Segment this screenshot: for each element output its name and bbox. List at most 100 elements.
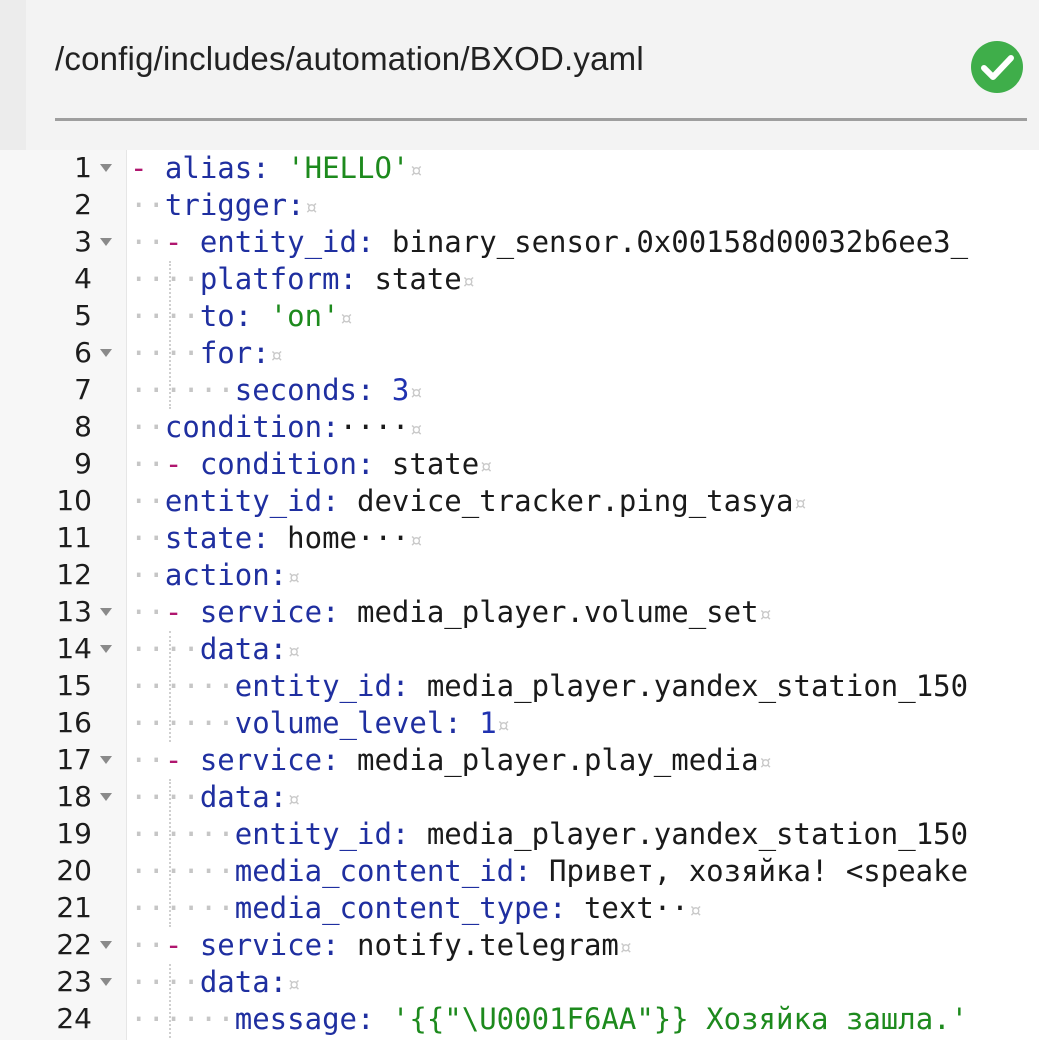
code-text: ··state: home···¤	[130, 520, 423, 560]
code-line[interactable]: 9··- condition: state¤	[0, 446, 1039, 483]
indent-guide	[169, 261, 171, 409]
fold-arrow-icon[interactable]	[100, 941, 112, 949]
fold-arrow-icon[interactable]	[100, 608, 112, 616]
code-line[interactable]: 16······volume_level: 1¤	[0, 705, 1039, 742]
code-area[interactable]: 1- alias: 'HELLO'¤2··trigger:¤3··- entit…	[0, 150, 1039, 1040]
fold-arrow-icon[interactable]	[100, 645, 112, 653]
list-dash: -	[164, 225, 200, 259]
code-text: ······media_content_type: text··¤	[130, 890, 702, 930]
indent-dots: ··	[130, 484, 165, 518]
code-line[interactable]: 14····data:¤	[0, 631, 1039, 668]
line-number: 24	[56, 1002, 92, 1035]
line-number: 6	[74, 336, 92, 369]
yaml-value: media_player.play_media	[339, 743, 759, 777]
yaml-value: home···	[269, 521, 410, 555]
code-text: ····to: 'on'¤	[130, 298, 353, 338]
code-text: ····platform: state¤	[130, 261, 475, 301]
line-number: 17	[56, 743, 92, 776]
code-line[interactable]: 19······entity_id: media_player.yandex_s…	[0, 816, 1039, 853]
yaml-key: condition:	[164, 410, 340, 444]
indent-dots: ····	[130, 336, 200, 370]
yaml-value: ····	[339, 410, 410, 444]
code-line[interactable]: 10··entity_id: device_tracker.ping_tasya…	[0, 483, 1039, 520]
yaml-value: media_player.yandex_station_150	[409, 817, 969, 851]
end-of-line-marker: ¤	[269, 344, 283, 369]
yaml-value: 'HELLO'	[269, 151, 410, 185]
code-line[interactable]: 13 ··- service: media_player.volume_set¤	[0, 594, 1039, 631]
line-number: 10	[56, 484, 92, 517]
indent-dots: ····	[130, 299, 200, 333]
indent-dots: ····	[130, 965, 200, 999]
indent-dots: ······	[130, 854, 235, 888]
end-of-line-marker: ¤	[793, 492, 807, 517]
file-path-field[interactable]: /config/includes/automation/BXOD.yaml	[55, 30, 1027, 121]
line-number: 5	[74, 299, 92, 332]
yaml-key: data:	[199, 965, 288, 999]
code-line[interactable]: 11··state: home···¤	[0, 520, 1039, 557]
line-number: 12	[56, 558, 92, 591]
code-line[interactable]: 17 ··- service: media_player.play_media¤	[0, 742, 1039, 779]
end-of-line-marker: ¤	[479, 455, 493, 480]
code-line[interactable]: 6 ····for:¤	[0, 335, 1039, 372]
code-line[interactable]: 7······seconds: 3¤	[0, 372, 1039, 409]
fold-arrow-icon[interactable]	[100, 793, 112, 801]
code-line[interactable]: 8··condition:····¤	[0, 409, 1039, 446]
yaml-key: alias:	[164, 151, 270, 185]
code-line[interactable]: 18····data:¤	[0, 779, 1039, 816]
indent-dots: ····	[130, 780, 200, 814]
code-text: ··- service: media_player.volume_set¤	[130, 594, 772, 634]
indent-dots: ··	[130, 558, 165, 592]
yaml-key: platform:	[199, 262, 357, 296]
yaml-value: binary_sensor.0x00158d00032b6ee3_	[374, 225, 969, 259]
code-line[interactable]: 4 ····platform: state¤	[0, 261, 1039, 298]
yaml-key: entity_id:	[164, 484, 340, 518]
yaml-value: 1	[461, 706, 497, 740]
yaml-key: for:	[199, 336, 270, 370]
fold-arrow-icon[interactable]	[100, 978, 112, 986]
end-of-line-marker: ¤	[287, 566, 301, 591]
indent-dots: ······	[130, 706, 235, 740]
code-line[interactable]: 2··trigger:¤	[0, 187, 1039, 224]
list-dash: -	[164, 928, 200, 962]
line-number-gutter	[0, 150, 127, 1040]
end-of-line-marker: ¤	[287, 973, 301, 998]
yaml-key: trigger:	[164, 188, 305, 222]
code-line[interactable]: 23····data:¤	[0, 964, 1039, 1001]
line-number: 4	[74, 262, 92, 295]
code-text: ······media_content_id: Привет, хозяйка!…	[130, 853, 968, 890]
yaml-value: media_player.volume_set	[339, 595, 759, 629]
code-editor[interactable]: 1- alias: 'HELLO'¤2··trigger:¤3··- entit…	[0, 150, 1039, 1040]
end-of-line-marker: ¤	[287, 640, 301, 665]
file-path-text: /config/includes/automation/BXOD.yaml	[55, 40, 644, 77]
code-text: ··action:¤	[130, 557, 300, 597]
code-text: ··- entity_id: binary_sensor.0x00158d000…	[130, 224, 968, 261]
code-line[interactable]: 24······message: '{{"\U0001F6AA"}} Хозяй…	[0, 1001, 1039, 1038]
yaml-value: media_player.yandex_station_150	[409, 669, 969, 703]
yaml-value: state	[374, 447, 480, 481]
line-number: 13	[56, 595, 92, 628]
yaml-value: 3	[374, 373, 410, 407]
line-number: 21	[56, 891, 92, 924]
indent-dots: ······	[130, 373, 235, 407]
code-text: ······seconds: 3¤	[130, 372, 423, 412]
yaml-key: service:	[199, 928, 340, 962]
code-text: ··- service: media_player.play_media¤	[130, 742, 772, 782]
code-line[interactable]: 21 ······media_content_type: text··¤	[0, 890, 1039, 927]
fold-arrow-icon[interactable]	[100, 238, 112, 246]
code-line[interactable]: 3··- entity_id: binary_sensor.0x00158d00…	[0, 224, 1039, 261]
list-dash: -	[164, 595, 200, 629]
fold-arrow-icon[interactable]	[100, 756, 112, 764]
code-line[interactable]: 5 ····to: 'on'¤	[0, 298, 1039, 335]
code-line[interactable]: 20······media_content_id: Привет, хозяйк…	[0, 853, 1039, 890]
code-line[interactable]: 12 ··action:¤	[0, 557, 1039, 594]
code-line[interactable]: 1- alias: 'HELLO'¤	[0, 150, 1039, 187]
indent-guide	[169, 779, 171, 927]
fold-arrow-icon[interactable]	[100, 164, 112, 172]
fold-arrow-icon[interactable]	[100, 349, 112, 357]
code-line[interactable]: 15······entity_id: media_player.yandex_s…	[0, 668, 1039, 705]
list-dash: -	[164, 743, 200, 777]
code-text: ····data:¤	[130, 964, 300, 1004]
line-number: 18	[56, 780, 92, 813]
code-line[interactable]: 22··- service: notify.telegram¤	[0, 927, 1039, 964]
yaml-key: media_content_id:	[234, 854, 532, 888]
